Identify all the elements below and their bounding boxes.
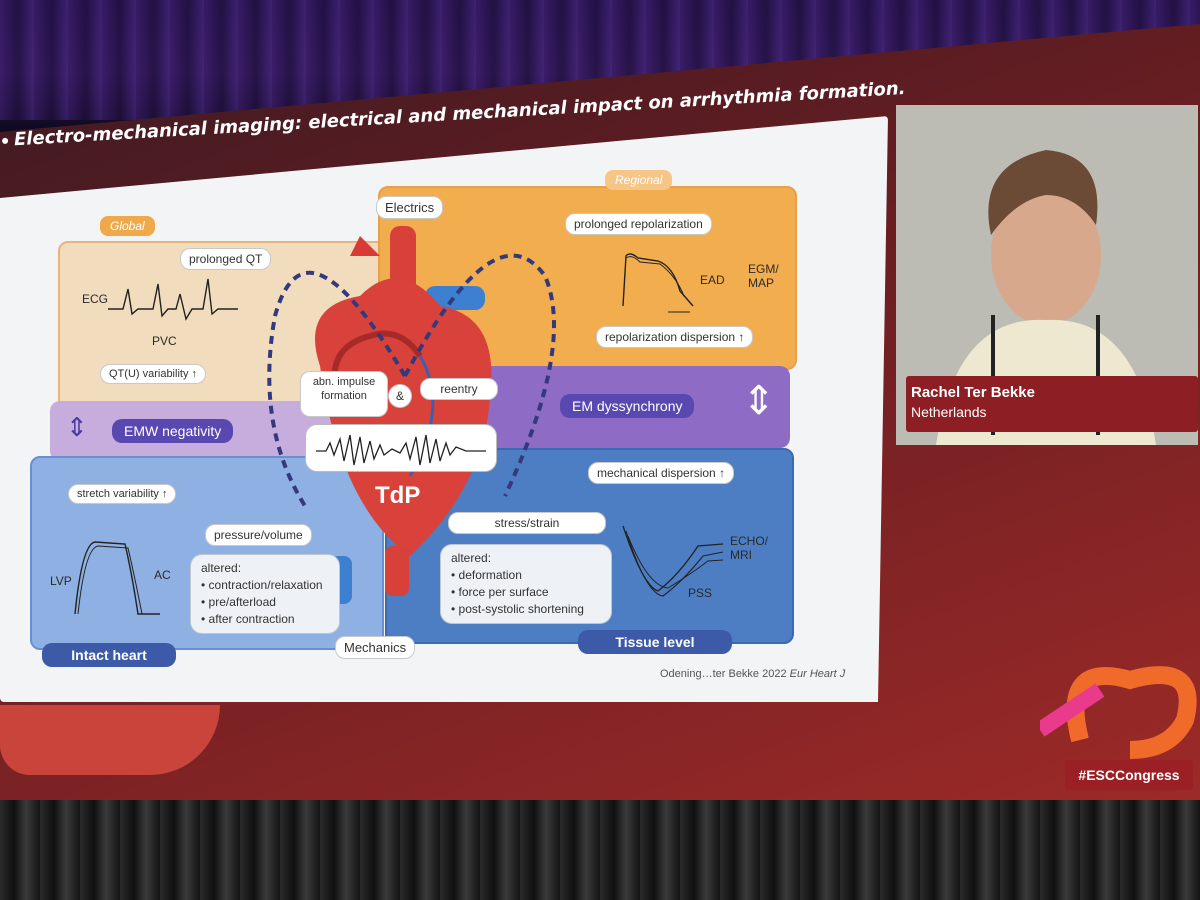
lvp-trace bbox=[74, 541, 160, 615]
altered-left-line: • after contraction bbox=[201, 612, 295, 626]
decorative-red-shape bbox=[0, 705, 220, 775]
electrics-label: Electrics bbox=[376, 196, 444, 219]
em-dyssynchrony-tag: EM dyssynchrony bbox=[560, 394, 695, 418]
ac-label: AC bbox=[154, 568, 171, 582]
and-symbol: & bbox=[388, 384, 413, 408]
egm-map-label: EGM/ MAP bbox=[748, 262, 779, 290]
abn-impulse-label: abn. impulse formation bbox=[300, 371, 388, 417]
citation-authors: Odening…ter Bekke 2022 bbox=[660, 668, 787, 680]
tissue-level-tag: Tissue level bbox=[578, 630, 732, 654]
speaker-country: Netherlands bbox=[911, 404, 987, 420]
qtu-variability-label: QT(U) variability ↑ bbox=[100, 364, 207, 384]
altered-left-line: • contraction/relaxation bbox=[201, 578, 323, 592]
bullet-icon bbox=[1, 137, 9, 144]
emw-negativity-tag: EMW negativity bbox=[112, 419, 234, 443]
altered-right-line: • deformation bbox=[451, 568, 522, 582]
altered-right-line: • post-systolic shortening bbox=[451, 602, 584, 616]
ecg-trace bbox=[108, 278, 238, 321]
altered-right-line: altered: bbox=[451, 551, 492, 565]
intact-heart-tag: Intact heart bbox=[42, 643, 176, 667]
hashtag-badge: #ESCCongress bbox=[1065, 760, 1193, 790]
tdp-ecg-box bbox=[305, 424, 497, 472]
altered-right-line: • force per surface bbox=[451, 585, 549, 599]
feedback-loop-arrows bbox=[267, 253, 556, 508]
regional-tag: Regional bbox=[605, 170, 673, 190]
strain-trace bbox=[622, 525, 724, 597]
lvp-label: LVP bbox=[50, 574, 72, 588]
global-tag: Global bbox=[100, 216, 155, 236]
esc-logo-icon bbox=[1040, 666, 1197, 759]
right-double-arrow-icon: ⇕ bbox=[742, 379, 776, 423]
prolonged-qt-label: prolonged QT bbox=[180, 248, 272, 270]
citation: Odening…ter Bekke 2022 Eur Heart J bbox=[660, 668, 845, 680]
stretch-variability-label: stretch variability ↑ bbox=[68, 484, 177, 504]
prolonged-repolarization-label: prolonged repolarization bbox=[565, 213, 712, 235]
echo-mri-label: ECHO/ MRI bbox=[730, 534, 769, 562]
citation-journal: Eur Heart J bbox=[789, 668, 846, 680]
altered-left-line: • pre/afterload bbox=[201, 595, 276, 609]
ecg-label: ECG bbox=[82, 292, 109, 306]
action-potential-trace bbox=[622, 253, 694, 313]
altered-right-box: altered: • deformation • force per surfa… bbox=[440, 544, 612, 624]
tdp-trace bbox=[316, 434, 486, 466]
pressure-volume-label: pressure/volume bbox=[205, 524, 312, 546]
slide-figure: Electrics Global Regional prolonged QT E… bbox=[0, 116, 888, 702]
stress-strain-label: stress/strain bbox=[448, 512, 606, 534]
ead-label: EAD bbox=[700, 273, 725, 287]
altered-left-box: altered: • contraction/relaxation • pre/… bbox=[190, 554, 340, 634]
reentry-label: reentry bbox=[420, 378, 498, 400]
repolarization-dispersion-label: repolarization dispersion ↑ bbox=[596, 326, 754, 348]
mechanical-dispersion-label: mechanical dispersion ↑ bbox=[588, 462, 735, 484]
stage-curtain-bottom bbox=[0, 800, 1200, 900]
left-double-arrow-icon: ⇕ bbox=[66, 412, 88, 442]
speaker-name-bar: Rachel Ter Bekke Netherlands bbox=[906, 376, 1198, 432]
tdp-label: TdP bbox=[375, 482, 421, 509]
altered-left-line: altered: bbox=[201, 561, 242, 575]
pvc-label: PVC bbox=[152, 334, 177, 348]
pss-label: PSS bbox=[688, 586, 713, 600]
mechanics-label: Mechanics bbox=[335, 636, 416, 659]
speaker-name: Rachel Ter Bekke bbox=[911, 384, 1035, 401]
